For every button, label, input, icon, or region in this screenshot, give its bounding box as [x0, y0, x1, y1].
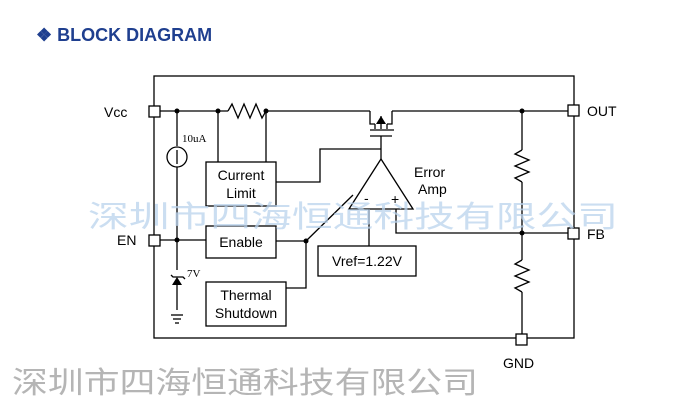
enable-to-thermal-wire — [276, 240, 307, 289]
error-amp-label-line2: Amp — [418, 181, 447, 197]
page-title: ❖ BLOCK DIAGRAM — [36, 25, 212, 46]
pin-gnd — [515, 333, 528, 346]
vref-label: Vref=1.22V — [332, 253, 403, 269]
junction-dot — [174, 237, 180, 243]
error-amp-triangle — [347, 157, 415, 210]
pin-vcc-label: Vcc — [104, 104, 127, 120]
current-source-label: 10uA — [182, 133, 207, 145]
current-limit-output — [276, 148, 381, 183]
page-title-text: BLOCK DIAGRAM — [57, 25, 213, 45]
junction-dot — [519, 230, 525, 236]
current-limit-label-line2: Limit — [226, 185, 256, 201]
pin-en — [148, 234, 161, 247]
thermal-label-line1: Thermal — [220, 287, 271, 303]
current-limit-label-line1: Current — [218, 167, 265, 183]
watermark-footer: 深圳市四海恒通科技有限公司 — [12, 366, 478, 401]
transistor-arrow — [376, 116, 386, 124]
thermal-label-line2: Shutdown — [215, 305, 277, 321]
current-limit-block — [205, 161, 277, 207]
zener-label: 7V — [187, 268, 201, 280]
zener-diode — [170, 274, 186, 324]
diamond-bullet-icon: ❖ — [36, 25, 53, 45]
junction-dot — [215, 108, 221, 114]
vref-block — [317, 245, 417, 277]
junction-dot — [174, 108, 180, 114]
enable-label: Enable — [219, 234, 263, 250]
enable-block — [205, 225, 277, 259]
error-amp-label-line1: Error — [414, 164, 445, 180]
divider-resistor-bottom — [513, 259, 531, 293]
pin-fb — [567, 227, 580, 240]
fb-wire — [395, 209, 568, 234]
amp-plus-label: + — [391, 191, 399, 207]
junction-dot — [263, 108, 269, 114]
junction-dot — [303, 238, 309, 244]
pin-out-label: OUT — [587, 103, 617, 119]
enable-to-amp-wire — [305, 194, 354, 242]
divider-resistor-top — [513, 149, 531, 183]
pin-fb-label: FB — [587, 226, 605, 242]
pin-out — [567, 104, 580, 117]
zener-arrow — [172, 277, 182, 285]
pin-gnd-label: GND — [503, 355, 534, 371]
pin-vcc — [148, 105, 161, 118]
watermark-overlay: 深圳市四海恒通科技有限公司 — [88, 200, 618, 235]
junction-dot — [519, 108, 525, 114]
pin-en-label: EN — [117, 232, 136, 248]
sense-resistor — [227, 102, 370, 120]
thermal-shutdown-block — [205, 281, 287, 327]
amp-minus-label: - — [364, 190, 369, 206]
chip-outline — [153, 75, 575, 339]
